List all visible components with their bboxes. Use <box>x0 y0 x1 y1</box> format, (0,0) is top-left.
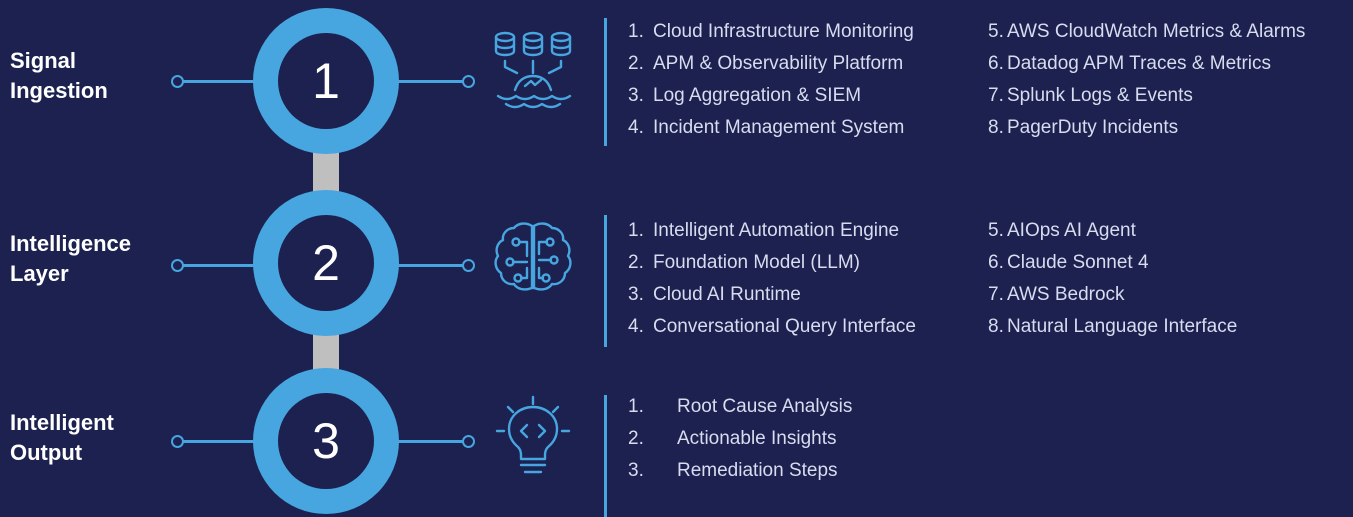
list-item: 4.Conversational Query Interface <box>628 316 916 337</box>
list-item: 1.Root Cause Analysis <box>628 396 853 417</box>
list-item: 3.Cloud AI Runtime <box>628 284 801 305</box>
node-dot <box>171 75 184 88</box>
node-dot <box>462 75 475 88</box>
list-item: 4.Incident Management System <box>628 117 905 138</box>
list-item: 7.AWS Bedrock <box>988 284 1125 305</box>
list-item: 1.Cloud Infrastructure Monitoring <box>628 21 914 42</box>
list-item: 6.Claude Sonnet 4 <box>988 252 1149 273</box>
list-left: 1.Root Cause Analysis 2.Actionable Insig… <box>628 391 852 487</box>
stage-ring: 3 <box>253 368 399 514</box>
brain-circuit-icon <box>488 218 578 308</box>
list-item: 2.APM & Observability Platform <box>628 53 904 74</box>
node-dot <box>462 259 475 272</box>
list-item: 6.Datadog APM Traces & Metrics <box>988 53 1271 74</box>
list-divider <box>604 395 607 517</box>
stage-ring: 1 <box>253 8 399 154</box>
list-left: 1.Cloud Infrastructure Monitoring 2.APM … <box>628 16 914 144</box>
node-dot <box>171 259 184 272</box>
stage-ring: 2 <box>253 190 399 336</box>
connector-line-left <box>178 80 283 83</box>
stage-title: Intelligence Layer <box>10 231 132 286</box>
stage-title: Intelligent Output <box>10 410 114 465</box>
connector-line-right <box>362 264 466 267</box>
list-item: 5.AWS CloudWatch Metrics & Alarms <box>988 21 1306 42</box>
list-item: 2.Actionable Insights <box>628 428 837 449</box>
connector-line-left <box>178 440 283 443</box>
list-right: 5.AWS CloudWatch Metrics & Alarms 6.Data… <box>988 16 1305 144</box>
list-item: 7.Splunk Logs & Events <box>988 85 1193 106</box>
stage-row-1: Signal Ingestion 1 <box>0 0 1353 160</box>
list-item: 5.AIOps AI Agent <box>988 220 1136 241</box>
connector-line-right <box>362 80 466 83</box>
list-item: 8.Natural Language Interface <box>988 316 1238 337</box>
stage-number: 2 <box>278 215 374 311</box>
stage-number: 1 <box>278 33 374 129</box>
list-right: 5.AIOps AI Agent 6.Claude Sonnet 4 7.AWS… <box>988 215 1237 343</box>
node-dot <box>462 435 475 448</box>
list-item: 3.Log Aggregation & SIEM <box>628 85 862 106</box>
lightbulb-code-icon <box>488 393 578 483</box>
list-divider <box>604 18 607 146</box>
list-item: 3.Remediation Steps <box>628 460 838 481</box>
stage-number: 3 <box>278 393 374 489</box>
list-left: 1.Intelligent Automation Engine 2.Founda… <box>628 215 916 343</box>
node-dot <box>171 435 184 448</box>
list-item: 2.Foundation Model (LLM) <box>628 252 860 273</box>
list-item: 8.PagerDuty Incidents <box>988 117 1179 138</box>
database-ingestion-icon <box>488 28 578 118</box>
connector-line-left <box>178 264 283 267</box>
list-divider <box>604 215 607 347</box>
connector-line-right <box>362 440 466 443</box>
stage-row-2: Intelligence Layer 2 <box>0 0 1353 347</box>
list-item: 1.Intelligent Automation Engine <box>628 220 900 241</box>
stage-title: Signal Ingestion <box>10 48 108 103</box>
